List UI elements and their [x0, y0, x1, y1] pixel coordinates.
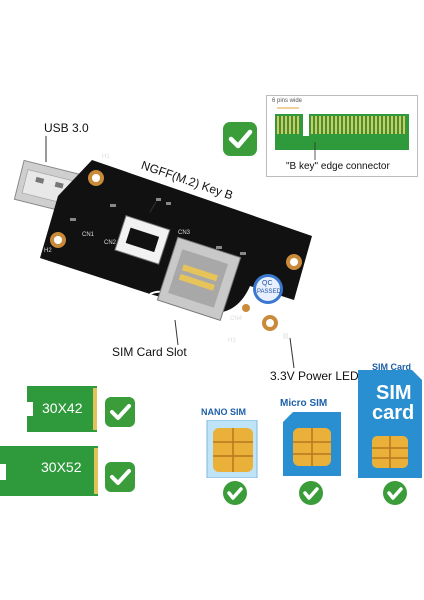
- silk-h2: H2: [44, 248, 52, 254]
- qc-sticker-bottom: PASSED: [257, 289, 281, 295]
- sim-nano-label: NANO SIM: [201, 407, 246, 417]
- card-30x42: [27, 386, 97, 432]
- standard-sim-card: [358, 370, 422, 478]
- sim-card-big-2: card: [372, 402, 415, 424]
- size-30x42-check-icon: [104, 396, 136, 428]
- nano-sim-card: [205, 420, 259, 478]
- silk-cn4: CN4: [230, 316, 243, 322]
- size-30x52: 30X52: [41, 459, 82, 475]
- nano-sim-check-icon: [222, 480, 248, 506]
- edge-connector-check-icon: [222, 121, 258, 157]
- callout-usb: USB 3.0: [44, 121, 89, 135]
- silk-cn3: CN3: [178, 230, 191, 236]
- sim-micro-label: Micro SIM: [280, 398, 328, 409]
- callout-sim-slot: SIM Card Slot: [112, 345, 187, 359]
- standard-sim-check-icon: [382, 480, 408, 506]
- silk-cn2: CN2: [104, 240, 117, 246]
- callout-led: 3.3V Power LED: [270, 369, 359, 383]
- edge-connector-panel: [266, 95, 418, 177]
- size-30x42: 30X42: [42, 400, 83, 416]
- sim-card-big-1: SIM: [376, 382, 412, 404]
- micro-sim-card: [283, 412, 341, 476]
- size-30x52-check-icon: [104, 461, 136, 493]
- silk-h1: H1: [102, 154, 110, 160]
- edge-pins-note: 6 pins wide: [272, 98, 303, 104]
- sim-card-top-label: SIM Card: [372, 362, 412, 372]
- silk-cn1: CN1: [82, 232, 95, 238]
- edge-connector-caption: "B key" edge connector: [286, 161, 390, 172]
- silk-h3: H3: [228, 338, 236, 344]
- micro-sim-check-icon: [298, 480, 324, 506]
- qc-sticker-top: QC: [262, 280, 273, 287]
- card-30x52: [0, 446, 100, 496]
